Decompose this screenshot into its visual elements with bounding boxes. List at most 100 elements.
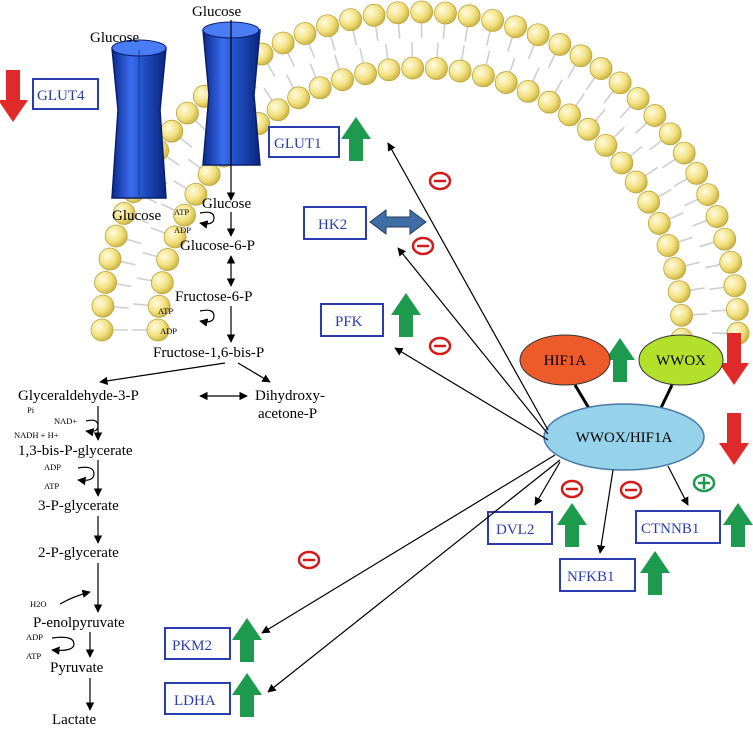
lipid-head [670,303,693,327]
lipid-head [656,234,680,257]
down-arrow-complex [719,413,749,465]
gene-box-ldha: LDHA [164,682,231,715]
lipid-head [271,31,295,55]
metabolite-lactate: Lactate [52,712,96,728]
lipid-head [308,76,332,100]
lipid-head [526,23,550,47]
cofactor-adp-2: ADP [160,326,177,336]
lipid-head [386,1,410,25]
glucose-outer-left-label: Glucose [90,30,139,46]
lipid-head [410,0,434,24]
lipid-head [91,294,115,318]
lipid-head [94,271,117,294]
up-arrow-dvl2 [557,503,587,547]
lipid-head [589,57,613,80]
lipid-head [147,294,171,318]
lipid-head [610,151,634,175]
glucose-inner-left-label: Glucose [112,208,161,224]
cofactor-h2o: H2O [30,599,47,609]
lipid-head [672,141,696,165]
pathway-arrows [51,211,271,711]
metabolite-fructose-6-p: Fructose-6-P [175,289,253,305]
complex-label: WWOX/HIF1A [576,430,673,446]
up-arrow-hif1a [605,338,635,382]
lipid-head [448,59,472,83]
cofactor-nad: NAD+ [54,416,77,426]
wwox-node: WWOX [638,334,724,386]
metabolite-2-p-glycerate: 2-P-glycerate [38,545,119,561]
minus-sign-dvl2 [560,479,584,499]
lipid-head [104,224,128,248]
gene-label-ctnnb1: CTNNB1 [641,521,699,537]
inhibition-signs [297,171,716,570]
lipid-head [663,256,687,280]
cofactor-atp-2: ATP [158,306,173,316]
gene-box-nfkb1: NFKB1 [559,558,636,592]
down-arrow-wwox [719,333,749,385]
lipid-head [471,64,495,88]
lipid-head [624,170,648,194]
lipid-head [713,227,737,251]
gene-label-dvl2: DVL2 [496,522,534,538]
up-arrow-pkm2 [232,618,262,662]
lipid-head [538,90,561,114]
hif1a-label: HIF1A [544,353,587,369]
up-arrow-glut1 [341,117,371,161]
regulation-arrows [0,70,753,717]
gene-label-ldha: LDHA [174,693,216,709]
gene-label-pfk: PFK [335,314,363,330]
wwox-hif1a-complex-node: WWOX/HIF1A [543,403,705,471]
lipid-head [504,15,528,39]
lipid-head [112,202,136,225]
metabolite-3-p-glycerate: 3-P-glycerate [38,498,119,514]
lipid-head [685,162,709,185]
lipid-head [719,250,743,274]
lipid-head [705,205,729,228]
lipid-head [457,4,481,28]
gene-box-glut1: GLUT1 [268,126,340,158]
metabolite-dhap-line2: acetone-P [258,406,317,422]
lipid-head [362,3,386,27]
lipid-head [377,58,401,82]
gene-box-pkm2: PKM2 [164,627,231,660]
gene-label-nfkb1: NFKB1 [567,569,615,585]
hif1a-node: HIF1A [519,334,611,386]
gene-box-glut4: GLUT4 [32,78,99,110]
glut-transporter-left [111,39,167,199]
gene-label-glut4: GLUT4 [37,88,85,104]
lipid-head [176,101,199,125]
lipid-head [647,212,671,235]
lipid-head [626,87,650,110]
gene-box-hk2: HK2 [303,206,367,240]
lipid-head [725,298,749,321]
gene-label-hk2: HK2 [318,217,347,233]
lipid-head [163,225,187,249]
lipid-head [696,183,720,207]
cofactor-nadh: NADH + H+ [14,430,59,440]
up-arrow-ctnnb1 [723,503,753,547]
cofactor-pi: Pi [27,405,35,415]
gene-box-ctnnb1: CTNNB1 [635,510,721,544]
wwox-label: WWOX [656,353,706,369]
lipid-head [339,8,363,32]
metabolite-pyruvate: Pyruvate [50,660,104,676]
lipid-head [643,104,667,127]
gene-box-pfk: PFK [320,303,384,337]
up-arrow-pfk [391,293,421,337]
lipid-head [658,122,682,146]
cofactor-atp-4: ATP [26,651,41,661]
minus-sign-hk2 [411,236,435,256]
metabolite-fructose-1-6-bis-p: Fructose-1,6-bis-P [153,345,264,361]
gene-label-glut1: GLUT1 [274,136,322,152]
lipid-head [516,80,540,103]
lipid-head [287,86,311,110]
lipid-head [608,71,632,95]
regulatory-edges [261,142,689,693]
minus-sign-nfkb1 [619,480,643,500]
lipid-head [173,203,196,227]
up-arrow-nfkb1 [640,551,670,595]
cofactor-adp-4: ADP [26,632,43,642]
cofactor-atp-1: ATP [174,207,189,217]
lipid-head [184,182,208,206]
lipid-head [548,33,572,56]
